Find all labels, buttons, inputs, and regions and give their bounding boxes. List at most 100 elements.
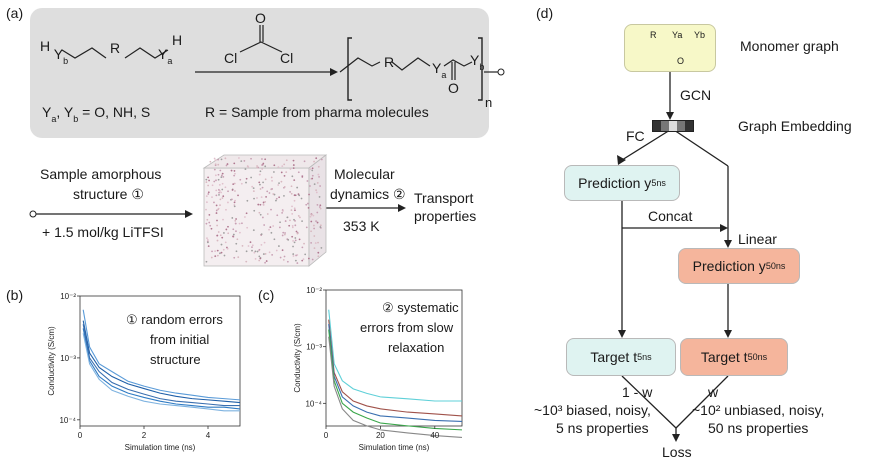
atom-dot	[260, 196, 263, 199]
atom-dot	[318, 175, 320, 178]
atom-dot	[213, 157, 216, 160]
atom-dot	[264, 158, 267, 161]
atom-dot	[222, 218, 224, 221]
atom-dot	[295, 230, 298, 233]
polymer-ya: Ya	[432, 60, 447, 80]
atom-dot	[218, 183, 221, 186]
atom-dot	[234, 190, 236, 192]
atom-dot	[245, 250, 248, 253]
chart-b-annotation-3: structure	[150, 352, 201, 367]
atom-dot	[277, 184, 280, 186]
monomer-graph-yb: Yb	[694, 30, 706, 40]
atom-dot	[286, 260, 289, 263]
atom-dot	[301, 259, 304, 262]
atom-dot	[313, 235, 316, 237]
atom-dot	[254, 258, 257, 260]
atom-dot	[316, 221, 319, 224]
atom-dot	[211, 184, 214, 187]
atom-dot	[235, 218, 237, 220]
atom-dot	[311, 167, 314, 170]
atom-dot	[291, 212, 294, 215]
atom-dot	[309, 185, 311, 187]
atom-dot	[294, 219, 296, 222]
atom-dot	[209, 224, 212, 227]
atom-dot	[315, 189, 318, 192]
atom-dot	[237, 194, 239, 197]
x-tick-label: 2	[142, 431, 147, 440]
atom-dot	[264, 178, 267, 181]
atom-dot	[206, 237, 208, 240]
atom-dot	[253, 209, 256, 212]
md-line1: Molecular	[334, 166, 395, 182]
atom-dot	[317, 241, 319, 244]
atom-dot	[222, 248, 225, 251]
atom-dot	[299, 216, 301, 219]
atom-dot	[290, 185, 293, 188]
y-tick-label: 10⁻³	[306, 343, 322, 352]
atom-dot	[261, 216, 264, 219]
atom-dot	[311, 169, 314, 172]
atom-dot	[285, 159, 288, 162]
atom-dot	[233, 162, 236, 165]
chart-b-annotation-2: from initial	[150, 332, 210, 347]
atom-dot	[283, 194, 285, 197]
atom-dot	[215, 194, 218, 197]
atom-dot	[216, 224, 219, 227]
atom-dot	[302, 258, 305, 261]
transport-line1: Transport	[414, 190, 474, 206]
atom-dot	[294, 259, 297, 262]
atom-dot	[307, 257, 310, 260]
atom-dot	[291, 175, 294, 178]
atom-dot	[211, 250, 213, 253]
embedding-cell	[661, 121, 669, 131]
atom-dot	[214, 159, 217, 162]
atom-dot	[266, 190, 269, 193]
atom-dot	[283, 186, 286, 188]
atom-dot	[292, 240, 294, 242]
gcn-label: GCN	[680, 87, 712, 103]
atom-dot	[275, 199, 277, 202]
atom-dot	[309, 215, 312, 218]
atom-dot	[262, 253, 265, 255]
atom-dot	[258, 255, 261, 258]
atom-dot	[292, 245, 294, 248]
atom-dot	[294, 237, 297, 239]
atom-dot	[231, 189, 234, 191]
atom-dot	[206, 238, 209, 241]
atom-dot	[286, 216, 289, 219]
atom-dot	[319, 226, 322, 228]
panel-label-d: (d)	[536, 5, 554, 21]
y-axis-label: Conductivity (S/cm)	[293, 323, 302, 393]
atom-dot	[293, 194, 296, 197]
atom-dot	[307, 202, 309, 205]
atom-dot	[319, 224, 322, 227]
atom-dot	[233, 174, 236, 177]
atom-dot	[290, 209, 293, 212]
y-definition: Ya, Yb = O, NH, S	[42, 104, 151, 124]
atom-dot	[305, 226, 308, 229]
atom-dot	[213, 201, 215, 204]
atom-dot	[259, 170, 262, 173]
atom-dot	[258, 248, 261, 251]
atom-dot	[280, 171, 283, 174]
atom-dot	[233, 256, 236, 259]
atom-dot	[311, 258, 314, 261]
panel-label-c: (c)	[258, 287, 275, 303]
atom-dot	[315, 157, 318, 160]
sample-line2: structure ①	[73, 186, 144, 202]
atom-dot	[227, 190, 229, 193]
atom-dot	[256, 165, 258, 167]
atom-dot	[312, 214, 315, 217]
linear-label: Linear	[738, 231, 777, 247]
target-5ns-label: Target t	[590, 349, 638, 365]
atom-dot	[319, 207, 322, 210]
atom-dot	[234, 199, 236, 202]
atom-dot	[279, 256, 282, 259]
atom-dot	[231, 217, 234, 219]
atom-dot	[318, 206, 321, 208]
x-tick-label: 4	[206, 431, 211, 440]
atom-dot	[313, 247, 316, 250]
left-note-line2: 5 ns properties	[556, 420, 649, 436]
atom-dot	[294, 209, 296, 212]
